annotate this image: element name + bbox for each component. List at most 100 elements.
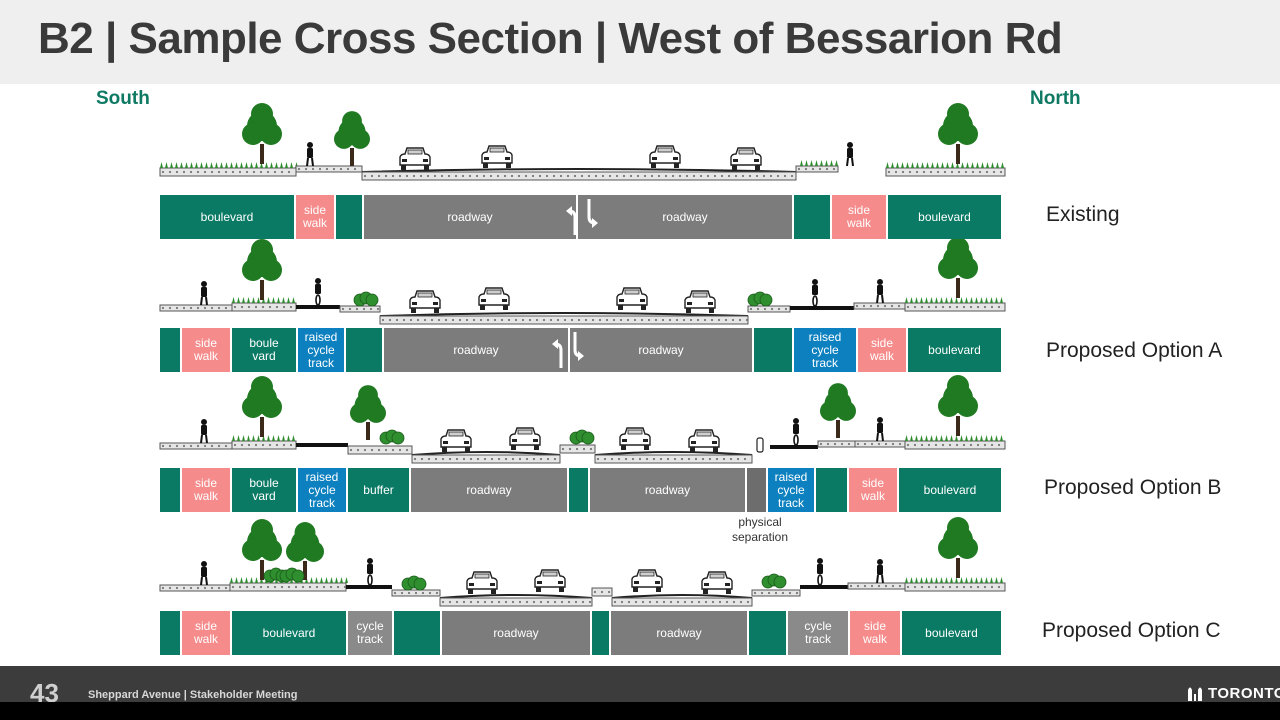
ground-texture — [906, 305, 1001, 309]
segment-buffer: buffer — [348, 468, 411, 512]
direction-north-label: North — [1030, 88, 1081, 109]
car-icon — [466, 571, 498, 594]
ground-texture — [393, 591, 439, 595]
ground-layer — [295, 165, 363, 173]
segment-roadway: roadway — [570, 328, 754, 372]
pedestrian-icon — [876, 417, 884, 442]
segment-roadway: roadway — [578, 195, 794, 239]
ground-texture — [906, 585, 1001, 589]
ground-texture — [161, 170, 291, 174]
section-label-option-a: Proposed Option A — [1046, 339, 1223, 362]
car-icon — [701, 571, 733, 594]
car-icon — [409, 290, 441, 313]
car-icon — [649, 145, 681, 168]
tree-icon — [350, 385, 386, 440]
ground-texture — [349, 448, 409, 452]
turn-lane-arrows-icon — [566, 199, 598, 235]
segment-green-strip — [336, 195, 364, 239]
ground-texture — [561, 447, 593, 451]
ground-layer — [795, 165, 839, 173]
tree-icon — [938, 103, 978, 164]
segment-roadway: roadway — [364, 195, 578, 239]
car-icon — [478, 287, 510, 310]
shrub-icon — [747, 291, 773, 307]
ground-texture — [413, 457, 557, 461]
segment-boulevard: boulevard — [160, 195, 296, 239]
car-icon — [631, 569, 663, 592]
tree-icon — [334, 111, 370, 166]
road-surface — [379, 312, 749, 317]
direction-south-label: South — [96, 88, 150, 109]
segment-green-strip — [816, 468, 849, 512]
segment-green-strip — [160, 328, 182, 372]
segment-green-strip — [749, 611, 788, 655]
ground-texture — [855, 304, 901, 308]
ground-layer — [747, 305, 791, 313]
road-surface — [594, 451, 753, 456]
ground-texture — [613, 600, 750, 604]
segment-boulevard: boulevard — [899, 468, 1003, 512]
car-icon — [619, 427, 651, 450]
grass-strip — [232, 297, 295, 303]
footer-text: Sheppard Avenue | Stakeholder Meeting — [88, 689, 298, 701]
ground-texture — [161, 306, 228, 310]
ground-texture — [297, 167, 357, 171]
cycle-lane-surface — [296, 443, 348, 447]
ground-texture — [906, 443, 1001, 447]
ground-texture — [887, 170, 1003, 174]
ground-layer — [439, 597, 593, 607]
ground-texture — [441, 600, 592, 604]
segment-roadway: roadway — [442, 611, 592, 655]
ground-texture — [161, 586, 228, 590]
tree-icon — [820, 383, 856, 438]
car-icon — [616, 287, 648, 310]
tree-icon — [242, 239, 282, 300]
ground-texture — [819, 442, 851, 446]
ground-layer — [847, 582, 906, 590]
logo-text: TORONTO — [1208, 685, 1280, 702]
cyclist-icon — [812, 279, 818, 307]
grass-strip — [905, 435, 1003, 441]
ground-texture — [161, 444, 228, 448]
ground-texture — [233, 305, 293, 309]
ground-texture — [231, 585, 347, 589]
page-title: B2 | Sample Cross Section | West of Bess… — [38, 14, 1063, 63]
segment-boulevard: boulevard — [888, 195, 1003, 239]
bollard-icon — [756, 437, 764, 453]
grass-strip — [886, 162, 1004, 168]
ground-texture — [856, 442, 902, 446]
ground-layer — [611, 597, 753, 607]
ground-texture — [363, 174, 794, 178]
ground-texture — [593, 590, 611, 594]
ground-layer — [853, 302, 906, 310]
grass-strip — [800, 160, 838, 166]
pedestrian-icon — [306, 142, 314, 167]
road-surface — [411, 451, 561, 456]
segment-boulevard: boulevard — [908, 328, 1003, 372]
cycle-lane-surface — [790, 306, 854, 310]
shrub-icon — [401, 575, 427, 591]
car-icon — [534, 569, 566, 592]
title-bar: B2 | Sample Cross Section | West of Bess… — [0, 0, 1280, 84]
grass-strip — [160, 162, 298, 168]
tree-icon — [286, 522, 324, 580]
section-label-option-b: Proposed Option B — [1044, 476, 1222, 499]
shrub-icon — [379, 429, 405, 445]
pedestrian-icon — [200, 419, 208, 444]
shrub-icon — [569, 429, 595, 445]
segment-green-strip — [160, 468, 182, 512]
toronto-logo: TORONTO — [1186, 682, 1280, 702]
car-icon — [688, 429, 720, 452]
